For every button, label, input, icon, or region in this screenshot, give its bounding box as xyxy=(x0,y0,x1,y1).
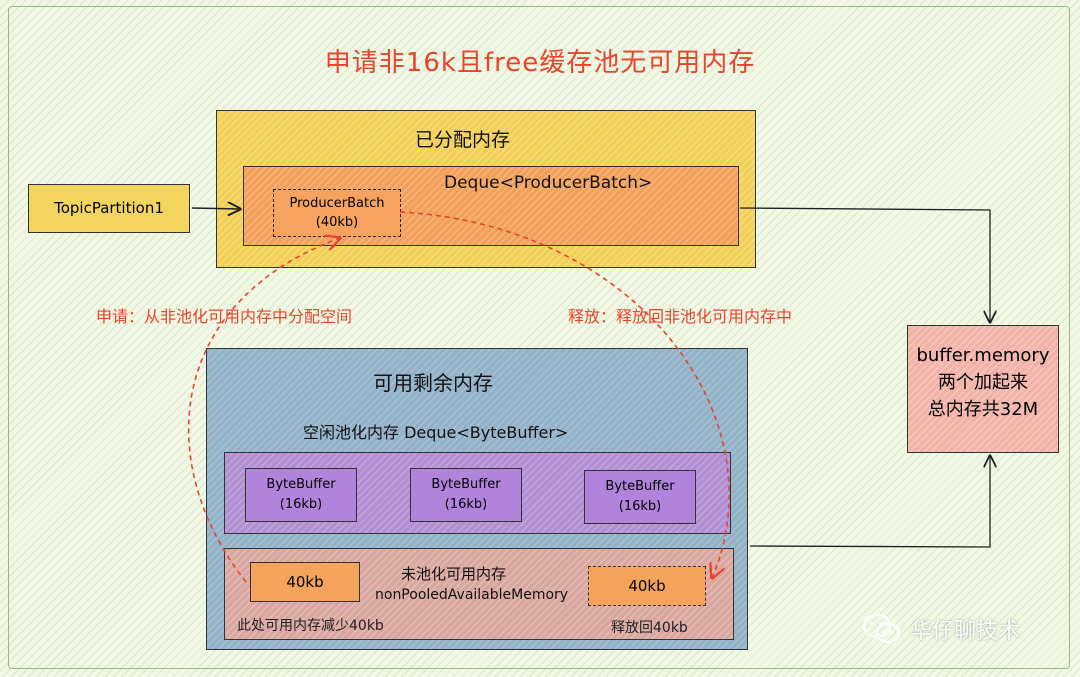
reduced-memory-note: 此处可用内存减少40kb xyxy=(237,618,384,634)
released-memory-note: 释放回40kb xyxy=(611,620,688,636)
available-to-buffer-arrow xyxy=(749,456,990,548)
allocated-40kb-block: 40kb xyxy=(250,562,360,602)
released-40kb-block: 40kb xyxy=(588,566,706,606)
diagram-title: 申请非16k且free缓存池无可用内存 xyxy=(324,48,756,78)
producer-batch-name: ProducerBatch xyxy=(289,196,385,211)
brand-text: 华仔聊技术 xyxy=(910,619,1021,644)
bytebuffer-size: (16kb) xyxy=(279,497,323,512)
buffer-memory-desc: 两个加起来 xyxy=(938,372,1028,393)
buffer-memory-box: buffer.memory 两个加起来 总内存共32M xyxy=(907,325,1059,453)
buffer-memory-total: 总内存共32M xyxy=(927,399,1039,420)
nonpooled-memory-label: 未池化可用内存 xyxy=(401,565,507,583)
wechat-icon xyxy=(862,613,901,644)
buffer-memory-name: buffer.memory xyxy=(916,345,1050,366)
bytebuffer-name: ByteBuffer xyxy=(266,477,336,492)
topic-to-deque-arrow xyxy=(191,208,240,209)
bytebuffer-name: ByteBuffer xyxy=(605,479,675,494)
bytebuffer-size: (16kb) xyxy=(444,497,488,512)
apply-flow-arrow xyxy=(187,238,340,583)
brand-watermark: 华仔聊技术 xyxy=(862,613,1020,645)
apply-note: 申请：从非池化可用内存中分配空间 xyxy=(96,307,353,326)
nonpooled-memory-name: nonPooledAvailableMemory xyxy=(375,587,569,603)
release-flow-arrow xyxy=(399,211,730,578)
bytebuffer-size: (16kb) xyxy=(618,499,662,514)
pooled-memory-label: 空闲池化内存 Deque<ByteBuffer> xyxy=(303,423,569,442)
bytebuffer-item: ByteBuffer (16kb) xyxy=(410,468,522,522)
available-memory-label: 可用剩余内存 xyxy=(373,371,493,395)
producer-batch-size: (40kb) xyxy=(315,215,359,230)
release-note: 释放：释放回非池化可用内存中 xyxy=(568,307,793,326)
deque-to-buffer-arrow xyxy=(739,207,990,322)
bytebuffer-item: ByteBuffer (16kb) xyxy=(245,468,357,522)
bytebuffer-item: ByteBuffer (16kb) xyxy=(584,470,696,524)
outer-frame xyxy=(8,6,1070,669)
bytebuffer-name: ByteBuffer xyxy=(431,477,501,492)
producer-batch-deque-label: Deque<ProducerBatch> xyxy=(444,173,653,193)
allocated-memory-label: 已分配内存 xyxy=(415,129,511,151)
topic-partition-box: TopicPartition1 xyxy=(28,184,190,233)
